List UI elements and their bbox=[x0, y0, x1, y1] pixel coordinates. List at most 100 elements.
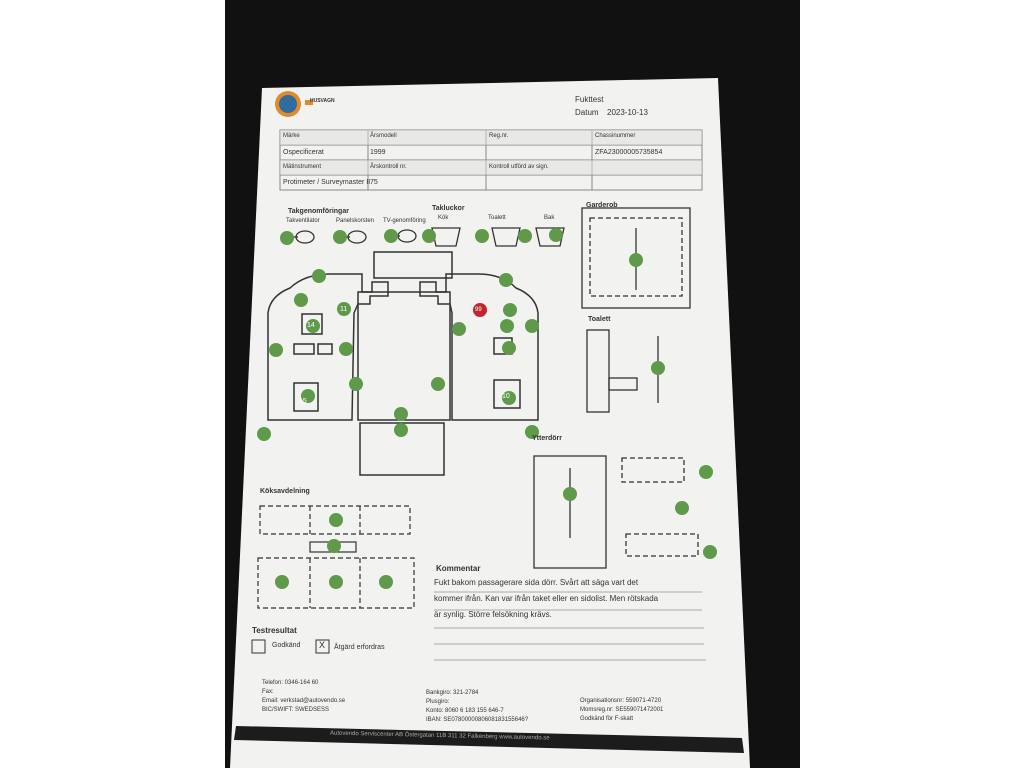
measurement-dot bbox=[675, 501, 689, 515]
date-label: Datum bbox=[575, 108, 599, 117]
kok-label: Kök bbox=[438, 215, 449, 221]
measurement-dot bbox=[312, 269, 326, 283]
atgard-label: Åtgärd erfordras bbox=[334, 644, 385, 651]
takventilator-label: Takventilator bbox=[286, 218, 320, 224]
instrument-value: Protimeter / Surveymaster II bbox=[283, 179, 371, 186]
koksavdelning-drawing bbox=[257, 505, 415, 609]
measurement-dot bbox=[306, 319, 320, 333]
comment-heading: Kommentar bbox=[436, 564, 481, 573]
footer-fskatt: Godkänd för F-skatt bbox=[580, 716, 634, 722]
comment-line-1: Fukt bakom passagerare sida dörr. Svårt … bbox=[434, 578, 639, 587]
footer-telefon: Telefon: 0346-164 60 bbox=[262, 680, 319, 686]
footer-bar bbox=[234, 726, 744, 753]
takgenomforingar-heading: Takgenomföringar bbox=[288, 208, 349, 215]
brand-label: HUSVAGN bbox=[310, 98, 335, 104]
measurement-dot bbox=[629, 253, 643, 267]
reading-11: 11 bbox=[340, 306, 348, 313]
matinstrument-label: Mätinstrument bbox=[283, 164, 322, 170]
toalett-heading: Toalett bbox=[588, 316, 611, 323]
paper-sheet bbox=[230, 78, 750, 768]
footer-bic: BIC/SWIFT: SWEDSESS bbox=[262, 707, 330, 713]
kontroll-label: Kontroll utförd av sign. bbox=[489, 164, 549, 170]
arskontroll-label: Årskontroll nr. bbox=[370, 164, 407, 170]
footer-plusgiro: Plusgiro: bbox=[426, 699, 450, 705]
chassi-value: ZFA23000005735854 bbox=[595, 149, 663, 156]
measurement-dot bbox=[329, 575, 343, 589]
measurement-dot bbox=[651, 361, 665, 375]
godkand-checkbox bbox=[251, 639, 266, 654]
reading-99: 99 bbox=[475, 307, 482, 313]
measurement-dot bbox=[301, 389, 315, 403]
footer-iban: IBAN: SE0780000080608183155646? bbox=[426, 717, 529, 723]
measurement-dot bbox=[500, 319, 514, 333]
form-title: Fukttest bbox=[575, 95, 604, 104]
measurement-dot bbox=[394, 407, 408, 421]
comment-lines bbox=[434, 591, 706, 661]
measurement-dot bbox=[333, 230, 347, 244]
footer-bankgiro: Bankgiro: 321-2784 bbox=[426, 690, 479, 696]
measurement-dot bbox=[499, 273, 513, 287]
measurement-dot bbox=[525, 319, 539, 333]
measurement-dots bbox=[257, 228, 717, 589]
measurement-dot bbox=[502, 391, 516, 405]
takluckor-heading: Takluckor bbox=[432, 205, 465, 212]
reading-15: 15 bbox=[299, 398, 307, 405]
arsmodell-label: Årsmodell bbox=[370, 133, 397, 139]
measurement-dot bbox=[699, 465, 713, 479]
arskontroll-value: 75 bbox=[370, 179, 378, 186]
measurement-dot bbox=[337, 302, 351, 316]
ytterdorr-drawing bbox=[533, 455, 699, 569]
measurement-dot bbox=[563, 487, 577, 501]
measurement-dot bbox=[329, 513, 343, 527]
chassi-label: Chassinummer bbox=[595, 133, 636, 139]
toalett-lucka-label: Toalett bbox=[488, 215, 506, 221]
measurement-dot bbox=[280, 231, 294, 245]
measurement-dot bbox=[339, 342, 353, 356]
measurement-dot bbox=[384, 229, 398, 243]
marke-label: Märke bbox=[283, 133, 300, 139]
measurement-dot bbox=[518, 229, 532, 243]
footer-konto: Konto: 8060 6 183 155 646-7 bbox=[426, 708, 504, 714]
measurement-dot bbox=[394, 423, 408, 437]
bak-label: Bak bbox=[544, 215, 555, 221]
comment-line-2: kommer ifrån. Kan var ifrån taket eller … bbox=[434, 594, 659, 603]
measurement-dot bbox=[269, 343, 283, 357]
tv-genomforing-label: TV-genomföring bbox=[383, 218, 426, 224]
measurement-dot bbox=[703, 545, 717, 559]
date-value: 2023-10-13 bbox=[607, 108, 648, 117]
measurement-dot bbox=[327, 539, 341, 553]
right-backdrop bbox=[800, 0, 1024, 768]
measurement-dot bbox=[502, 341, 516, 355]
measurement-dot bbox=[257, 427, 271, 441]
arsmodell-value: 1999 bbox=[370, 149, 386, 156]
footer-momsreg: Momsreg.nr: SE559071472001 bbox=[580, 707, 664, 713]
fukttest-form: HUSVAGN Fukttest Datum 2023-10-13 Märke … bbox=[230, 78, 750, 768]
panelskorsten-label: Panelskorsten bbox=[336, 218, 375, 224]
measurement-dot bbox=[294, 293, 308, 307]
measurement-dot bbox=[275, 575, 289, 589]
footer-org: Organisationsnr: 559071-4720 bbox=[580, 698, 662, 704]
measurement-dot bbox=[422, 229, 436, 243]
godkand-label: Godkänd bbox=[272, 642, 301, 649]
left-backdrop bbox=[0, 0, 225, 768]
testresultat-heading: Testresultat bbox=[252, 626, 297, 635]
measurement-dot bbox=[452, 322, 466, 336]
comment-line-3: är synlig. Större felsökning krävs. bbox=[434, 610, 552, 619]
marke-value: Ospecificerat bbox=[283, 149, 324, 156]
regnr-label: Reg.nr. bbox=[489, 133, 509, 139]
measurement-dot bbox=[525, 425, 539, 439]
reading-14: 14 bbox=[307, 322, 315, 329]
atgard-checkbox bbox=[315, 639, 330, 654]
measurement-dot bbox=[475, 229, 489, 243]
footer-email: Email: verkstad@autovendo.se bbox=[262, 698, 346, 704]
measurement-dot bbox=[349, 377, 363, 391]
measurement-dot bbox=[503, 303, 517, 317]
reading-10: 10 bbox=[502, 393, 510, 400]
measurement-dot bbox=[379, 575, 393, 589]
koksavdelning-heading: Köksavdelning bbox=[260, 488, 310, 495]
measurement-dot bbox=[549, 228, 563, 242]
form-drawing bbox=[230, 78, 750, 768]
atgard-mark: X bbox=[319, 640, 326, 650]
watermark-logo: bl bbox=[934, 642, 1024, 765]
garderob-heading: Garderob bbox=[586, 202, 618, 209]
